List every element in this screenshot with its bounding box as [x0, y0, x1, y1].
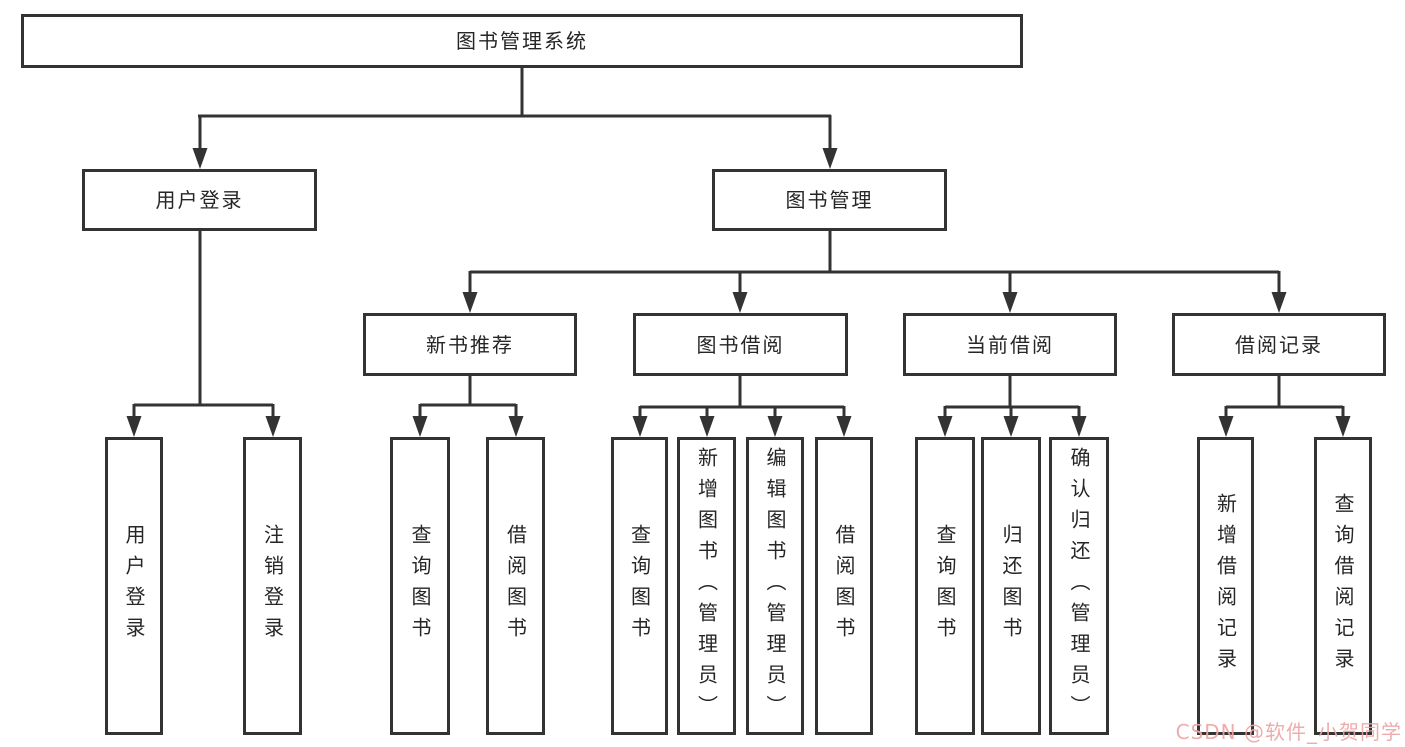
arrowhead	[1002, 292, 1018, 313]
arrowhead	[836, 416, 852, 437]
leaf-edit-books-admin: 编辑图书（管理员）	[746, 437, 804, 735]
node-borrow-records: 借阅记录	[1172, 313, 1386, 376]
leaf-label: 归还图书	[999, 524, 1023, 648]
arrowhead	[1003, 416, 1019, 437]
node-book-borrow: 图书借阅	[633, 313, 848, 376]
arrowhead	[192, 148, 208, 169]
leaf-label: 查询图书	[933, 524, 957, 648]
connector-bookmgmt-to-level3	[468, 231, 1281, 294]
node-root-system: 图书管理系统	[21, 14, 1023, 68]
arrowhead	[265, 416, 281, 437]
arrowhead	[412, 416, 428, 437]
leaf-label: 用户登录	[122, 524, 146, 648]
leaf-label: 借阅图书	[832, 524, 856, 648]
arrowhead	[699, 416, 715, 437]
leaf-label: 注销登录	[260, 524, 285, 648]
connector-userlogin-to-leaves	[132, 231, 275, 418]
connector-borrow-to-leaves	[638, 376, 846, 418]
node-label: 当前借阅	[966, 332, 1054, 357]
node-label: 借阅记录	[1235, 332, 1323, 357]
leaf-return-books: 归还图书	[981, 437, 1041, 735]
leaf-label: 新增图书（管理员）	[694, 446, 719, 726]
leaf-query-books-current: 查询图书	[915, 437, 975, 735]
node-label: 图书管理系统	[456, 29, 588, 53]
arrowhead	[732, 292, 748, 313]
connector-current-to-leaves	[943, 376, 1081, 418]
arrowhead	[462, 292, 478, 313]
arrowhead	[632, 416, 648, 437]
leaf-label: 新增借阅记录	[1213, 493, 1238, 679]
leaf-add-borrow-record: 新增借阅记录	[1197, 437, 1254, 735]
node-label: 用户登录	[155, 188, 244, 212]
leaf-label: 借阅图书	[503, 524, 528, 648]
leaf-add-books-admin: 新增图书（管理员）	[677, 437, 736, 735]
connector-records-to-leaves	[1224, 376, 1345, 418]
node-current-borrow: 当前借阅	[903, 313, 1117, 376]
leaf-query-books-recommend: 查询图书	[390, 437, 450, 735]
node-label: 图书借阅	[696, 332, 785, 357]
node-label: 新书推荐	[426, 332, 514, 357]
node-label: 图书管理	[785, 188, 874, 212]
arrowhead	[822, 148, 838, 169]
arrowhead	[937, 416, 953, 437]
leaf-logout: 注销登录	[243, 437, 302, 735]
arrowhead	[1218, 416, 1234, 437]
arrowhead	[1335, 416, 1351, 437]
leaf-label: 查询借阅记录	[1331, 493, 1355, 679]
leaf-borrow-books: 借阅图书	[815, 437, 873, 735]
connector-root-to-level2	[198, 68, 832, 150]
leaf-confirm-return-admin: 确认归还（管理员）	[1049, 437, 1109, 735]
leaf-user-login: 用户登录	[105, 437, 163, 735]
node-book-management: 图书管理	[712, 169, 947, 231]
leaf-query-books-borrow: 查询图书	[611, 437, 668, 735]
leaf-query-borrow-record: 查询借阅记录	[1314, 437, 1372, 735]
arrowhead	[126, 416, 142, 437]
leaf-label: 查询图书	[408, 524, 432, 648]
leaf-borrow-books-recommend: 借阅图书	[486, 437, 545, 735]
leaf-label: 查询图书	[627, 524, 652, 648]
arrowhead	[767, 416, 783, 437]
arrowhead	[508, 416, 524, 437]
node-new-book-recommend: 新书推荐	[363, 313, 577, 376]
arrowhead	[1071, 416, 1087, 437]
csdn-watermark: CSDN @软件_小贺同学	[1175, 720, 1402, 744]
arrowhead	[1271, 292, 1287, 313]
leaf-label: 确认归还（管理员）	[1067, 446, 1091, 726]
leaf-label: 编辑图书（管理员）	[763, 446, 787, 726]
node-user-login: 用户登录	[82, 169, 317, 231]
connector-newbook-to-leaves	[418, 376, 518, 418]
